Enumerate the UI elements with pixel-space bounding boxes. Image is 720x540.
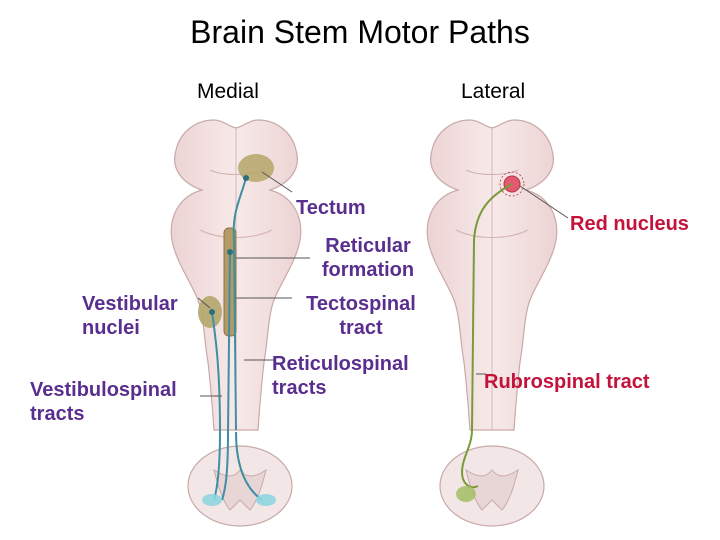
tectospinal-tract-label: Tectospinal tract [306, 293, 416, 339]
medial-brainstem [170, 119, 302, 527]
medial-heading: Medial [197, 80, 259, 103]
tectum-label: Tectum [296, 197, 366, 219]
tectospinal-tract-line [232, 177, 247, 431]
red-nucleus-label: Red nucleus [570, 213, 689, 235]
tectum-nucleus [238, 154, 274, 182]
vestibular-nuclei-label: Vestibular nuclei [82, 293, 178, 339]
reticulospinal-tracts-label: Reticulospinal tracts [272, 353, 409, 399]
medial-leader-lines [197, 171, 310, 397]
reticulospinal-tract-line [227, 249, 231, 433]
rubrospinal-tract-line [471, 183, 513, 431]
rubrospinal-tract-label: Rubrospinal tract [484, 371, 650, 393]
lateral-heading: Lateral [461, 80, 526, 103]
vestibulospinal-tracts-label: Vestibulospinal tracts [30, 379, 177, 425]
reticular-formation-label: Reticular formation [321, 235, 415, 281]
vestibulospinal-tract-line [211, 311, 221, 433]
lateral-brainstem [426, 119, 558, 527]
slide-title: Brain Stem Motor Paths [190, 14, 530, 50]
lateral-leader-lines [476, 185, 569, 375]
